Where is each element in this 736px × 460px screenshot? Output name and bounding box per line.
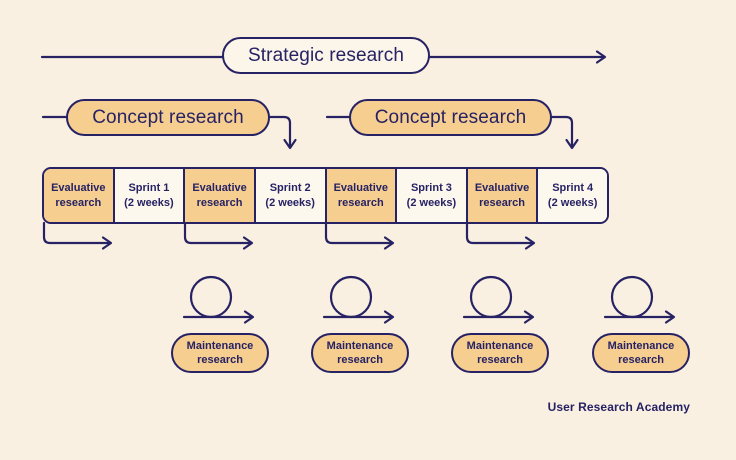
cell-line: research	[196, 196, 243, 209]
concept-research-label: Concept research	[374, 106, 527, 128]
cell-line: research	[337, 196, 384, 209]
maintenance-research-pill-1: Maintenance research	[171, 333, 269, 373]
maintenance-label-line: Maintenance	[607, 339, 675, 352]
timeline-cell-sprint-3: Sprint 3 (2 weeks)	[395, 169, 466, 222]
maintenance-label-line: research	[337, 354, 383, 366]
maintenance-label-line: Maintenance	[466, 339, 534, 352]
attribution-text: User Research Academy	[547, 400, 690, 414]
timeline-cell-sprint-2: Sprint 2 (2 weeks)	[253, 169, 325, 222]
cell-line: (2 weeks)	[547, 196, 598, 209]
iteration-loop-icon	[182, 275, 255, 324]
cell-line: Sprint 3	[410, 182, 452, 195]
maintenance-label-line: Maintenance	[326, 339, 394, 352]
maintenance-research-pill-3: Maintenance research	[451, 333, 549, 373]
iteration-loop-icon	[603, 275, 676, 324]
cell-line: Sprint 1	[128, 182, 170, 195]
maintenance-label-line: research	[618, 354, 664, 366]
sprint-timeline: Evaluative research Sprint 1 (2 weeks) E…	[42, 167, 609, 224]
cell-line: Evaluative	[474, 182, 530, 195]
cell-line: Sprint 2	[269, 182, 311, 195]
sprint-2-flow-arrow-icon	[183, 221, 254, 250]
iteration-loop-icon	[322, 275, 395, 324]
strategic-research-label: Strategic research	[248, 44, 404, 66]
maintenance-research-pill-4: Maintenance research	[592, 333, 690, 373]
timeline-cell-sprint-4: Sprint 4 (2 weeks)	[536, 169, 607, 222]
timeline-cell-evaluative-2: Evaluative research	[183, 169, 254, 222]
cell-line: Evaluative	[51, 182, 106, 195]
sprint-1-flow-arrow-icon	[42, 221, 113, 250]
concept-research-pill-2: Concept research	[349, 99, 552, 136]
cell-line: Evaluative	[192, 182, 247, 195]
strategic-research-pill: Strategic research	[222, 37, 430, 74]
concept-research-label: Concept research	[92, 106, 244, 128]
concept-research-pill-1: Concept research	[66, 99, 270, 136]
cell-line: (2 weeks)	[124, 196, 174, 209]
maintenance-research-pill-2: Maintenance research	[311, 333, 409, 373]
timeline-cell-sprint-1: Sprint 1 (2 weeks)	[112, 169, 184, 222]
cell-line: Sprint 4	[552, 182, 594, 195]
cell-line: Evaluative	[333, 182, 389, 195]
timeline-cell-evaluative-3: Evaluative research	[324, 169, 396, 222]
maintenance-label-line: Maintenance	[186, 339, 254, 352]
cell-line: (2 weeks)	[406, 196, 457, 209]
cell-line: (2 weeks)	[265, 196, 315, 209]
timeline-cell-evaluative-4: Evaluative research	[465, 169, 537, 222]
concept-1-down-arrow-icon	[268, 115, 297, 150]
iteration-loop-icon	[462, 275, 535, 324]
cell-line: research	[55, 196, 102, 209]
timeline-cell-evaluative-1: Evaluative research	[44, 169, 113, 222]
sprint-3-flow-arrow-icon	[324, 221, 395, 250]
maintenance-label-line: research	[197, 354, 243, 366]
cell-line: research	[479, 196, 525, 209]
maintenance-label-line: research	[477, 354, 523, 366]
sprint-4-flow-arrow-icon	[465, 221, 536, 250]
concept-2-down-arrow-icon	[550, 115, 579, 150]
